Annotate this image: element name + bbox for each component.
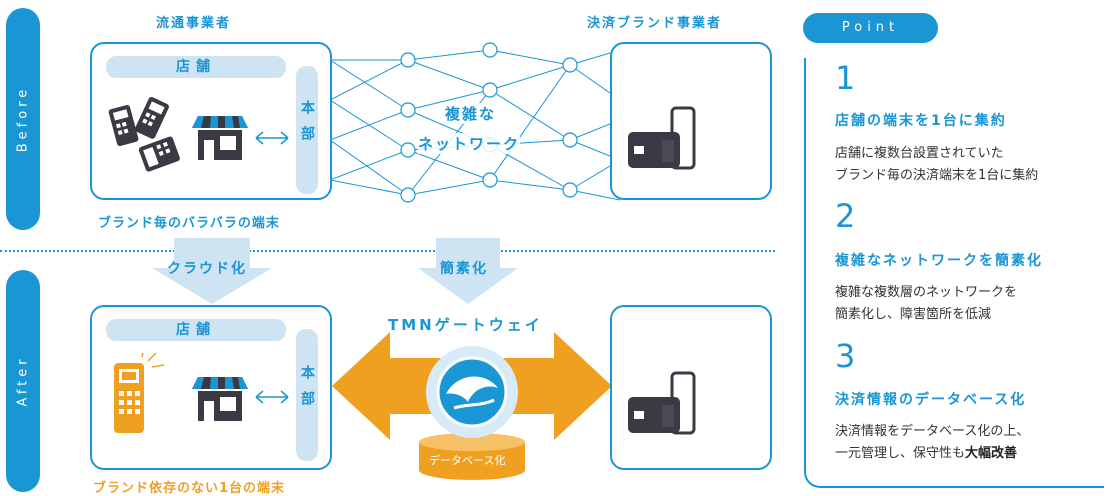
- network-label-line2: ネットワーク: [418, 133, 521, 154]
- gateway-globe-icon: [426, 346, 518, 438]
- point-2-title: 複雑なネットワークを簡素化: [835, 253, 1043, 269]
- point-1-line2: ブランド毎の決済端末を1台に集約: [835, 168, 1039, 183]
- after-tab-label: After: [15, 355, 31, 407]
- cloud-down-arrow: [152, 238, 272, 304]
- payment-device-icon: [628, 106, 696, 170]
- bidirectional-arrow-icon: [255, 390, 289, 404]
- multiple-terminals-icon: [108, 96, 180, 172]
- after-store-box: 店舗 本部: [90, 305, 332, 470]
- before-store-label: 店舗: [106, 56, 286, 78]
- after-store-label: 店舗: [106, 319, 286, 341]
- brand-heading: 決済ブランド事業者: [587, 16, 723, 31]
- point-3-title: 決済情報のデータベース化: [835, 392, 1027, 408]
- after-hq-text: 本部: [299, 365, 315, 417]
- after-tab: After: [6, 270, 40, 492]
- point-3-line2-bold: 大幅改善: [965, 446, 1018, 461]
- before-tab-label: Before: [15, 85, 31, 153]
- point-3-line1: 決済情報をデータベース化の上、: [835, 424, 1030, 439]
- before-after-divider: [0, 250, 775, 252]
- gateway-title: TMNゲートウェイ: [388, 316, 543, 334]
- complex-network: [330, 42, 620, 203]
- before-hq-text: 本部: [299, 100, 315, 152]
- after-caption: ブランド依存のない1台の端末: [93, 481, 286, 496]
- after-brand-box: [610, 305, 772, 470]
- simplify-label: 簡素化: [440, 261, 488, 277]
- point-2-number: 2: [835, 197, 856, 235]
- before-tab: Before: [6, 8, 40, 230]
- point-1-number: 1: [835, 59, 856, 97]
- point-card: [804, 58, 1104, 488]
- shop-icon: [192, 116, 248, 160]
- point-3-number: 3: [835, 337, 856, 375]
- cloud-label: クラウド化: [167, 261, 247, 277]
- after-hq-label: 本部: [296, 329, 318, 461]
- simplify-down-arrow: [418, 238, 518, 304]
- single-terminal-icon: [114, 353, 165, 433]
- database-icon: [419, 433, 525, 480]
- before-hq-label: 本部: [296, 66, 318, 194]
- point-1-title: 店舗の端末を1台に集約: [835, 113, 1007, 129]
- payment-device-icon: [628, 371, 696, 435]
- bidirectional-arrow-icon: [255, 131, 289, 145]
- point-3-line2: 一元管理し、保守性も大幅改善: [835, 443, 1017, 465]
- point-1-line1: 店舗に複数台設置されていた: [835, 146, 1004, 161]
- point-2-line2: 簡素化し、障害箇所を低減: [835, 307, 992, 322]
- before-store-box: 店舗 本部: [90, 42, 332, 200]
- before-brand-box: [610, 42, 772, 200]
- before-caption: ブランド毎のバラバラの端末: [98, 216, 280, 231]
- point-badge: Point: [803, 13, 938, 43]
- network-label-line1: 複雑な: [445, 103, 497, 124]
- shop-icon: [192, 377, 248, 421]
- point-2-line1: 複雑な複数層のネットワークを: [835, 285, 1018, 300]
- distributor-heading: 流通事業者: [156, 16, 232, 31]
- point-3-line2-plain: 一元管理し、保守性も: [835, 446, 966, 461]
- database-label: データベース化: [429, 454, 506, 467]
